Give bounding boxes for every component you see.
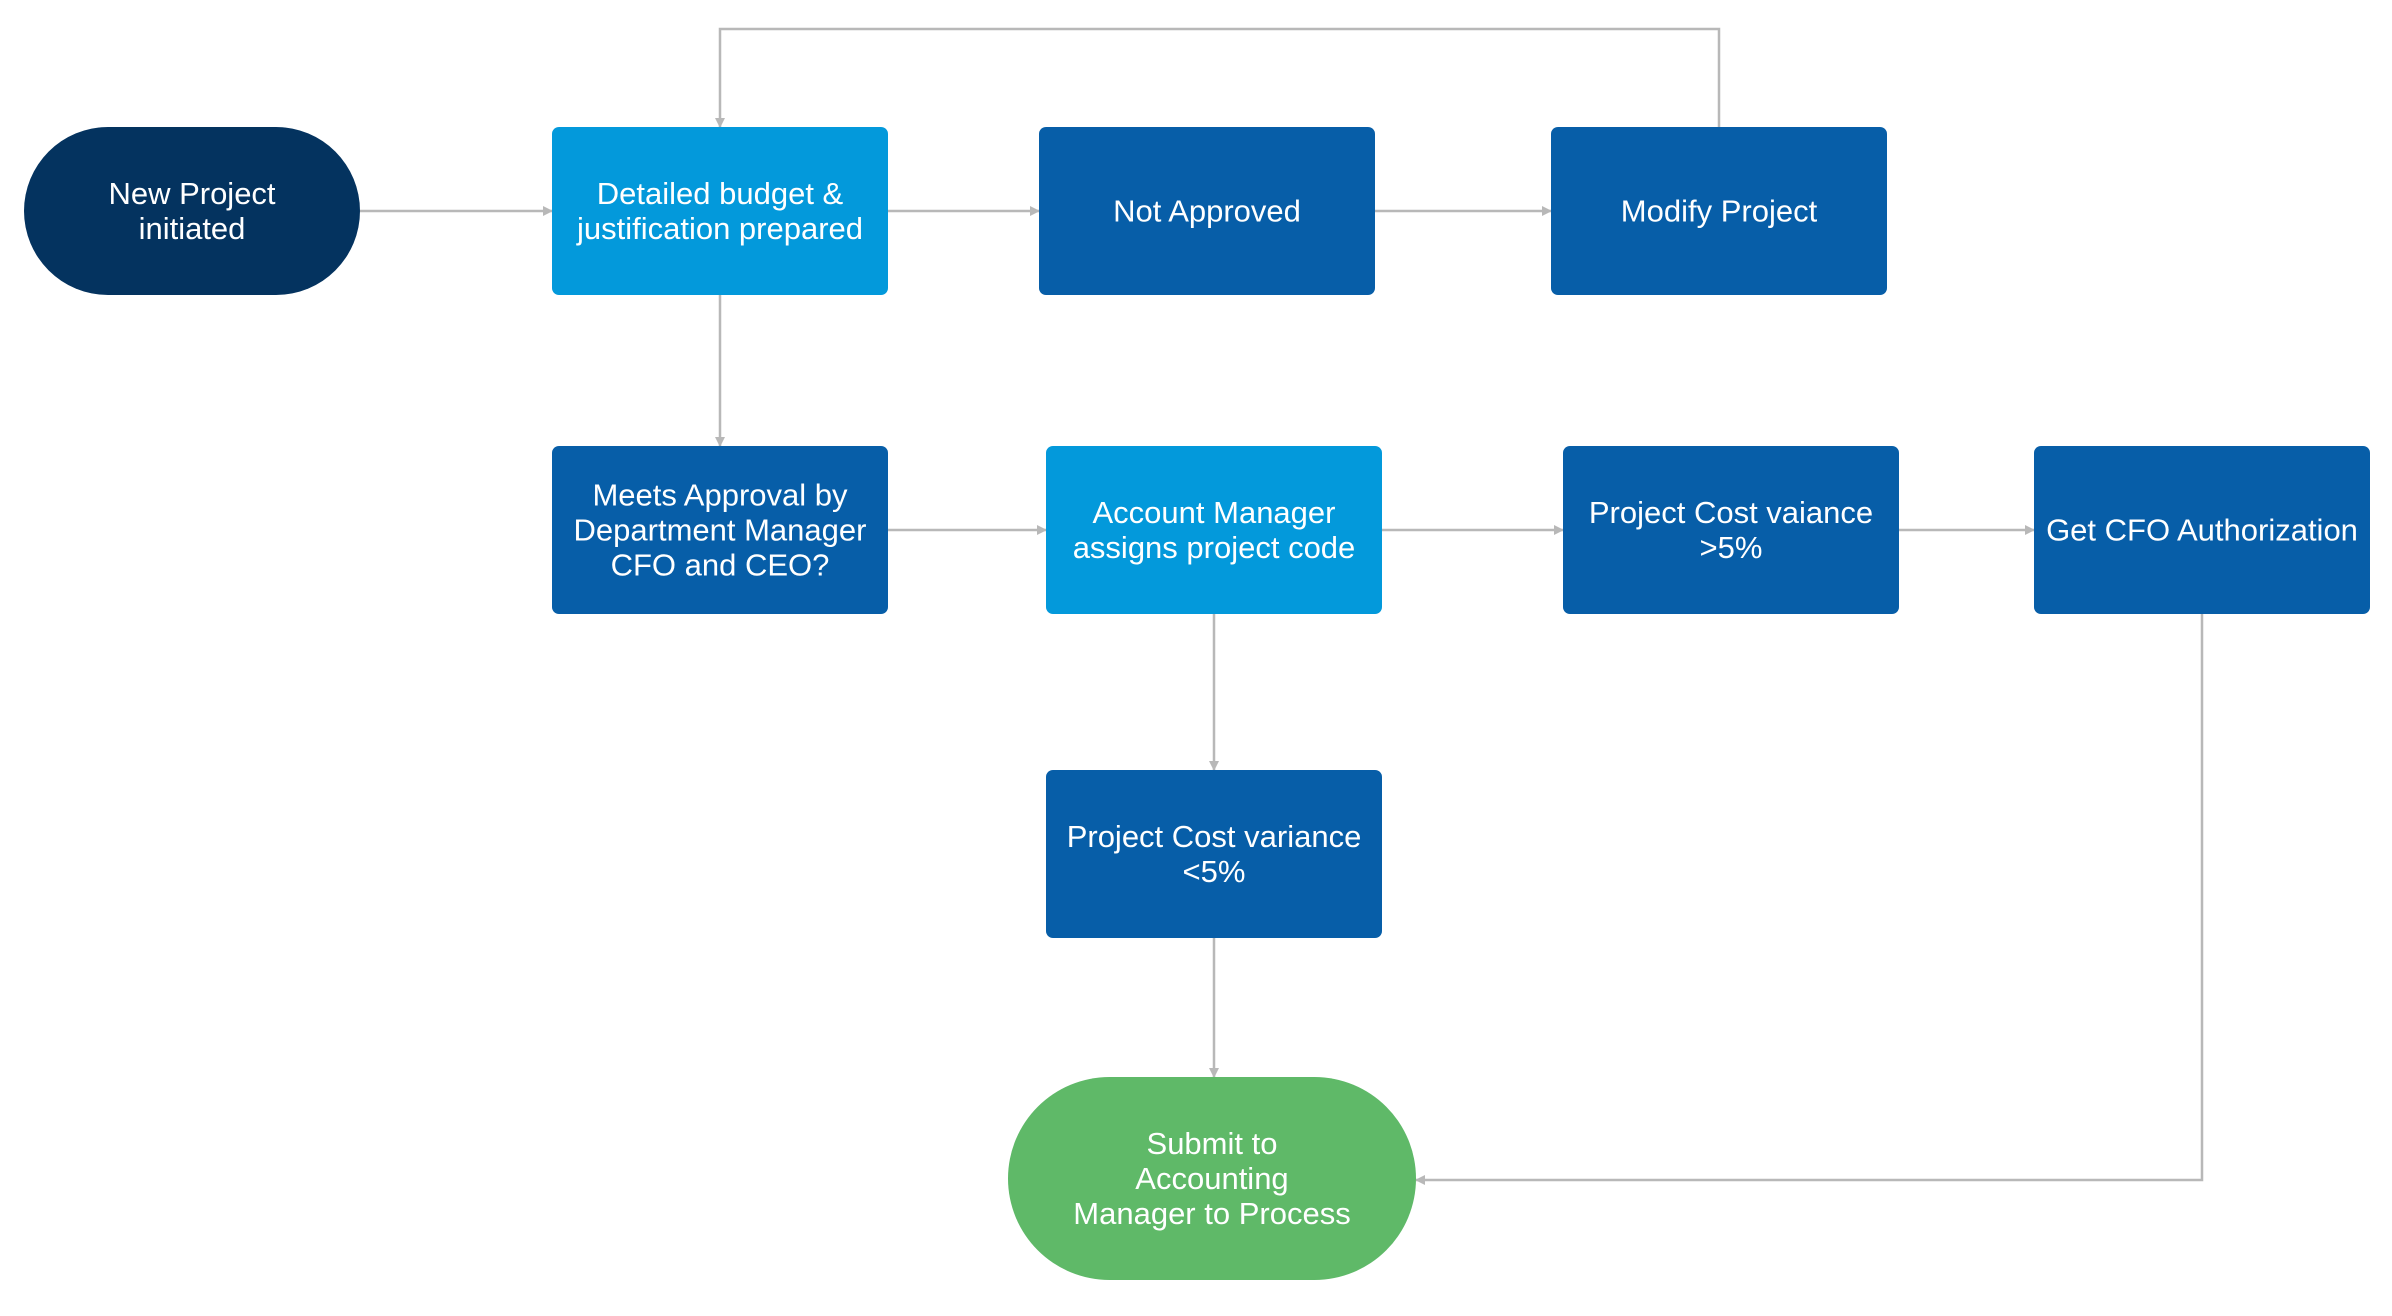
- node-label-line: Account Manager: [1093, 495, 1336, 530]
- process-box: [2034, 446, 2370, 614]
- node-label-line: Project Cost variance: [1067, 819, 1362, 854]
- node-label-line: assigns project code: [1073, 530, 1356, 565]
- arrow-modify-project-to-detailed-budget: [715, 27, 1721, 128]
- connectors: [360, 27, 2204, 1185]
- node-cost-variance-high: Project Cost vaiance>5%: [1563, 446, 1899, 614]
- process-box: [1551, 127, 1887, 295]
- node-label-line: New Project: [108, 176, 275, 211]
- node-cfo-authorization: Get CFO Authorization: [2034, 446, 2370, 614]
- process-box: [552, 446, 888, 614]
- process-box: [1039, 127, 1375, 295]
- node-label-line: Accounting: [1135, 1161, 1288, 1196]
- node-label-line: Submit to: [1147, 1126, 1278, 1161]
- node-label-line: CFO and CEO?: [611, 548, 830, 583]
- node-label-line: Get CFO Authorization: [2046, 513, 2358, 548]
- node-label-line: initiated: [139, 211, 246, 246]
- arrow-cfo-authorization-to-submit-accounting: [1415, 614, 2204, 1185]
- node-label-line: Meets Approval by: [592, 478, 848, 513]
- node-label-line: Project Cost vaiance: [1589, 495, 1873, 530]
- process-box: [1046, 446, 1382, 614]
- process-box: [1563, 446, 1899, 614]
- process-box: [1046, 770, 1382, 938]
- node-cost-variance-low: Project Cost variance<5%: [1046, 770, 1382, 938]
- node-label-line: >5%: [1700, 530, 1763, 565]
- node-label-line: Modify Project: [1621, 194, 1818, 229]
- terminal-shape: [1008, 1077, 1416, 1280]
- terminal-shape: [24, 127, 360, 295]
- node-label-line: Manager to Process: [1073, 1196, 1350, 1231]
- node-label-line: Detailed budget &: [597, 176, 844, 211]
- node-modify-project: Modify Project: [1551, 127, 1887, 295]
- node-label-line: justification prepared: [576, 211, 863, 246]
- node-label-line: Department Manager: [574, 513, 867, 548]
- node-detailed-budget: Detailed budget &justification prepared: [552, 127, 888, 295]
- node-label-line: <5%: [1183, 854, 1246, 889]
- process-box: [552, 127, 888, 295]
- node-not-approved: Not Approved: [1039, 127, 1375, 295]
- node-label-line: Not Approved: [1113, 194, 1301, 229]
